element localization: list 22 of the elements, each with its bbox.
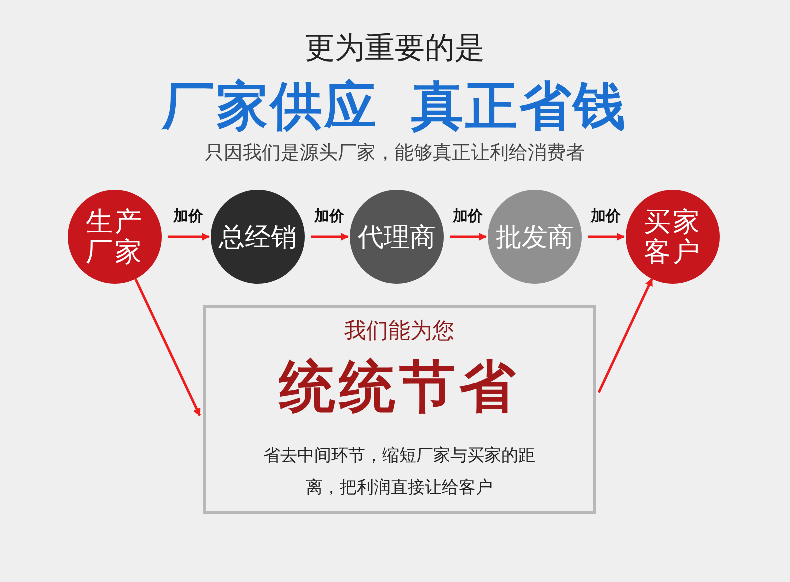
title-text: 厂家供应 真正省钱 xyxy=(160,77,628,138)
node-text: 批发商 xyxy=(496,220,574,254)
arrow xyxy=(588,233,625,241)
info-box xyxy=(203,305,596,514)
arrow xyxy=(134,278,202,417)
description-text: 省去中间环节，缩短厂家与买家的距离，把利润直接让给客户 xyxy=(262,445,536,499)
slogan-text: 统统节省 xyxy=(278,353,520,422)
box-heading: 我们能为您 xyxy=(344,317,456,345)
edge-label: 加价 xyxy=(452,207,484,226)
node-text: 买家客户 xyxy=(643,207,703,267)
heading-text: 更为重要的是 xyxy=(304,31,486,67)
arrow xyxy=(598,278,654,394)
arrow xyxy=(450,233,487,241)
arrow xyxy=(311,233,349,241)
node-text: 总经销 xyxy=(219,220,297,254)
node-text: 生产厂家 xyxy=(85,207,145,267)
node-text: 代理商 xyxy=(358,220,436,254)
arrow xyxy=(168,233,210,241)
edge-label: 加价 xyxy=(590,207,622,226)
edge-label: 加价 xyxy=(172,207,204,226)
edge-label: 加价 xyxy=(313,207,346,226)
subtitle-text: 只因我们是源头厂家，能够真正让利给消费者 xyxy=(204,142,586,166)
